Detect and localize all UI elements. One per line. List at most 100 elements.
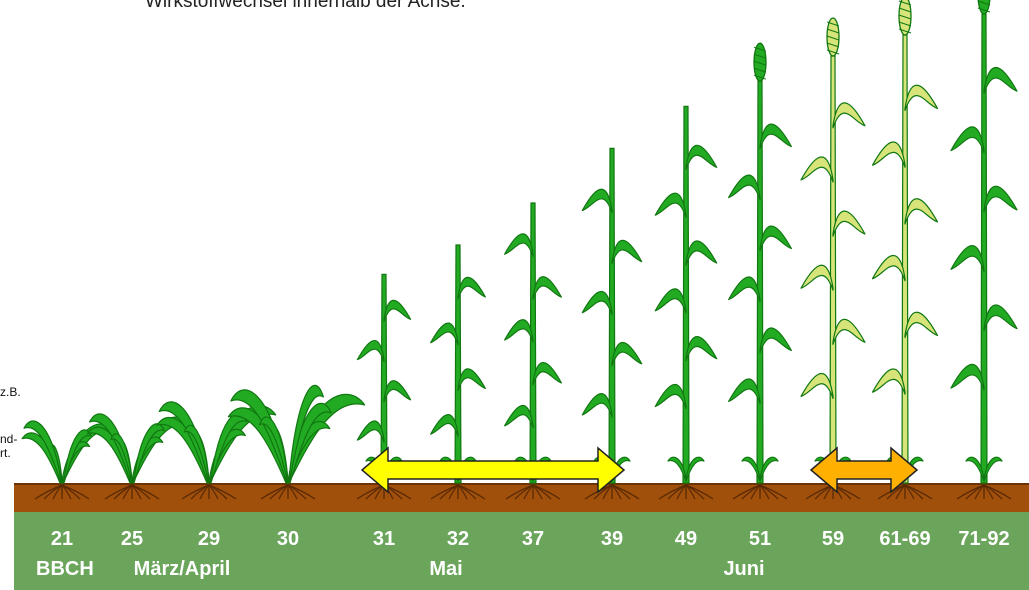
plant-ear-grain	[898, 14, 912, 20]
plant-stem	[682, 105, 690, 484]
double-arrow-31-39	[360, 446, 626, 494]
plant-leaf	[356, 420, 385, 443]
plant-leaf	[950, 126, 985, 154]
plant-stem	[756, 80, 764, 484]
plant-leaf	[581, 188, 613, 214]
plant-leaf	[871, 368, 906, 395]
plant-ear-grain	[898, 7, 912, 13]
plant-49	[654, 105, 718, 500]
plant-ear-grain	[898, 28, 912, 34]
plant-leaf	[904, 198, 939, 225]
plant-roots	[895, 484, 906, 500]
plant-leaf	[950, 363, 985, 391]
plant-leaf	[800, 372, 834, 399]
plant-leaf	[983, 304, 1018, 332]
plant-leaf	[532, 276, 562, 300]
plant-leaf	[356, 340, 385, 363]
plant-leaf	[504, 233, 534, 257]
plant-leaf	[430, 414, 459, 437]
stage-label-30: 30	[276, 528, 300, 550]
plant-illustration	[14, 0, 1029, 512]
plant-roots	[287, 484, 316, 500]
plant-51	[728, 42, 792, 500]
plant-leaf	[581, 393, 613, 418]
plant-roots	[457, 484, 486, 500]
plant-ear-grain	[826, 49, 840, 55]
stage-label-61-69: 61-69	[879, 528, 931, 550]
plant-stem	[980, 13, 988, 484]
stage-label-71-92: 71-92	[958, 528, 1010, 550]
plant-leaf	[133, 423, 165, 484]
plant-leaf	[871, 254, 906, 282]
plant-leaf	[581, 290, 613, 316]
plant-leaf	[800, 264, 834, 291]
plant-roots	[676, 484, 687, 500]
soil-strip	[14, 483, 1029, 512]
plant-roots	[532, 484, 561, 500]
plant-roots	[602, 484, 613, 500]
plant-leaf	[759, 327, 792, 354]
plant-leaf	[685, 144, 718, 170]
plant-roots	[61, 484, 90, 500]
plant-roots	[52, 484, 63, 500]
plant-roots	[759, 484, 788, 500]
plant-leaf	[741, 456, 761, 482]
plant-roots	[122, 484, 133, 500]
plant-ear-grain	[826, 42, 840, 48]
plant-ear-grain	[826, 21, 840, 27]
plant-leaf	[504, 404, 534, 429]
plant-leaf	[532, 362, 562, 386]
plant-25	[86, 413, 190, 500]
plant-stem	[529, 202, 537, 484]
plant-ear-grain	[753, 67, 767, 73]
side-note-3: rt.	[0, 446, 11, 460]
plant-roots	[278, 484, 289, 500]
plant-roots	[611, 484, 640, 500]
plant-leaf	[504, 319, 534, 343]
plant-leaf	[23, 420, 62, 484]
plant-roots	[448, 484, 459, 500]
plant-59	[800, 17, 866, 500]
plant-leaf	[728, 276, 761, 303]
plant-leaf	[457, 368, 486, 392]
plant-roots	[750, 484, 761, 500]
plant-leaf	[183, 424, 210, 484]
plant-leaf	[210, 413, 248, 484]
plant-71-92	[950, 0, 1018, 500]
double-arrow-59-61-69	[809, 446, 919, 494]
side-note-2: nd-	[0, 432, 18, 446]
plant-leaf	[654, 383, 687, 410]
plant-39	[581, 147, 643, 500]
plant-ear-grain	[977, 0, 991, 6]
stage-label-51: 51	[748, 528, 772, 550]
plant-leaf	[983, 456, 1003, 482]
plant-leaf	[258, 416, 289, 484]
plant-leaf	[383, 299, 412, 322]
plant-leaf	[871, 141, 906, 168]
plant-roots	[523, 484, 534, 500]
plant-roots	[983, 484, 1012, 500]
plant-leaf	[611, 239, 643, 265]
plant-leaf	[457, 276, 486, 300]
plant-stem	[608, 147, 616, 484]
stage-label-band	[14, 512, 1029, 590]
plant-leaf	[983, 185, 1018, 213]
bbch-scale-label: BBCH	[36, 558, 94, 580]
plant-ear-grain	[826, 35, 840, 41]
plant-leaf	[759, 123, 792, 150]
plant-leaf	[832, 210, 866, 237]
plant-leaf	[983, 66, 1018, 94]
plant-leaf	[667, 456, 687, 482]
caption-fragment: Wirkstoffwechsel innerhalb der Achse.	[145, 0, 466, 12]
stage-label-37: 37	[521, 528, 545, 550]
stage-label-25: 25	[120, 528, 144, 550]
plant-leaf	[832, 318, 866, 345]
plant-leaf	[759, 456, 779, 482]
plant-ear-grain	[753, 60, 767, 66]
plant-roots	[199, 484, 210, 500]
plant-30	[227, 384, 366, 500]
plant-roots	[208, 484, 237, 500]
plant-leaf	[832, 102, 866, 129]
stage-label-32: 32	[446, 528, 470, 550]
stage-label-59: 59	[821, 528, 845, 550]
